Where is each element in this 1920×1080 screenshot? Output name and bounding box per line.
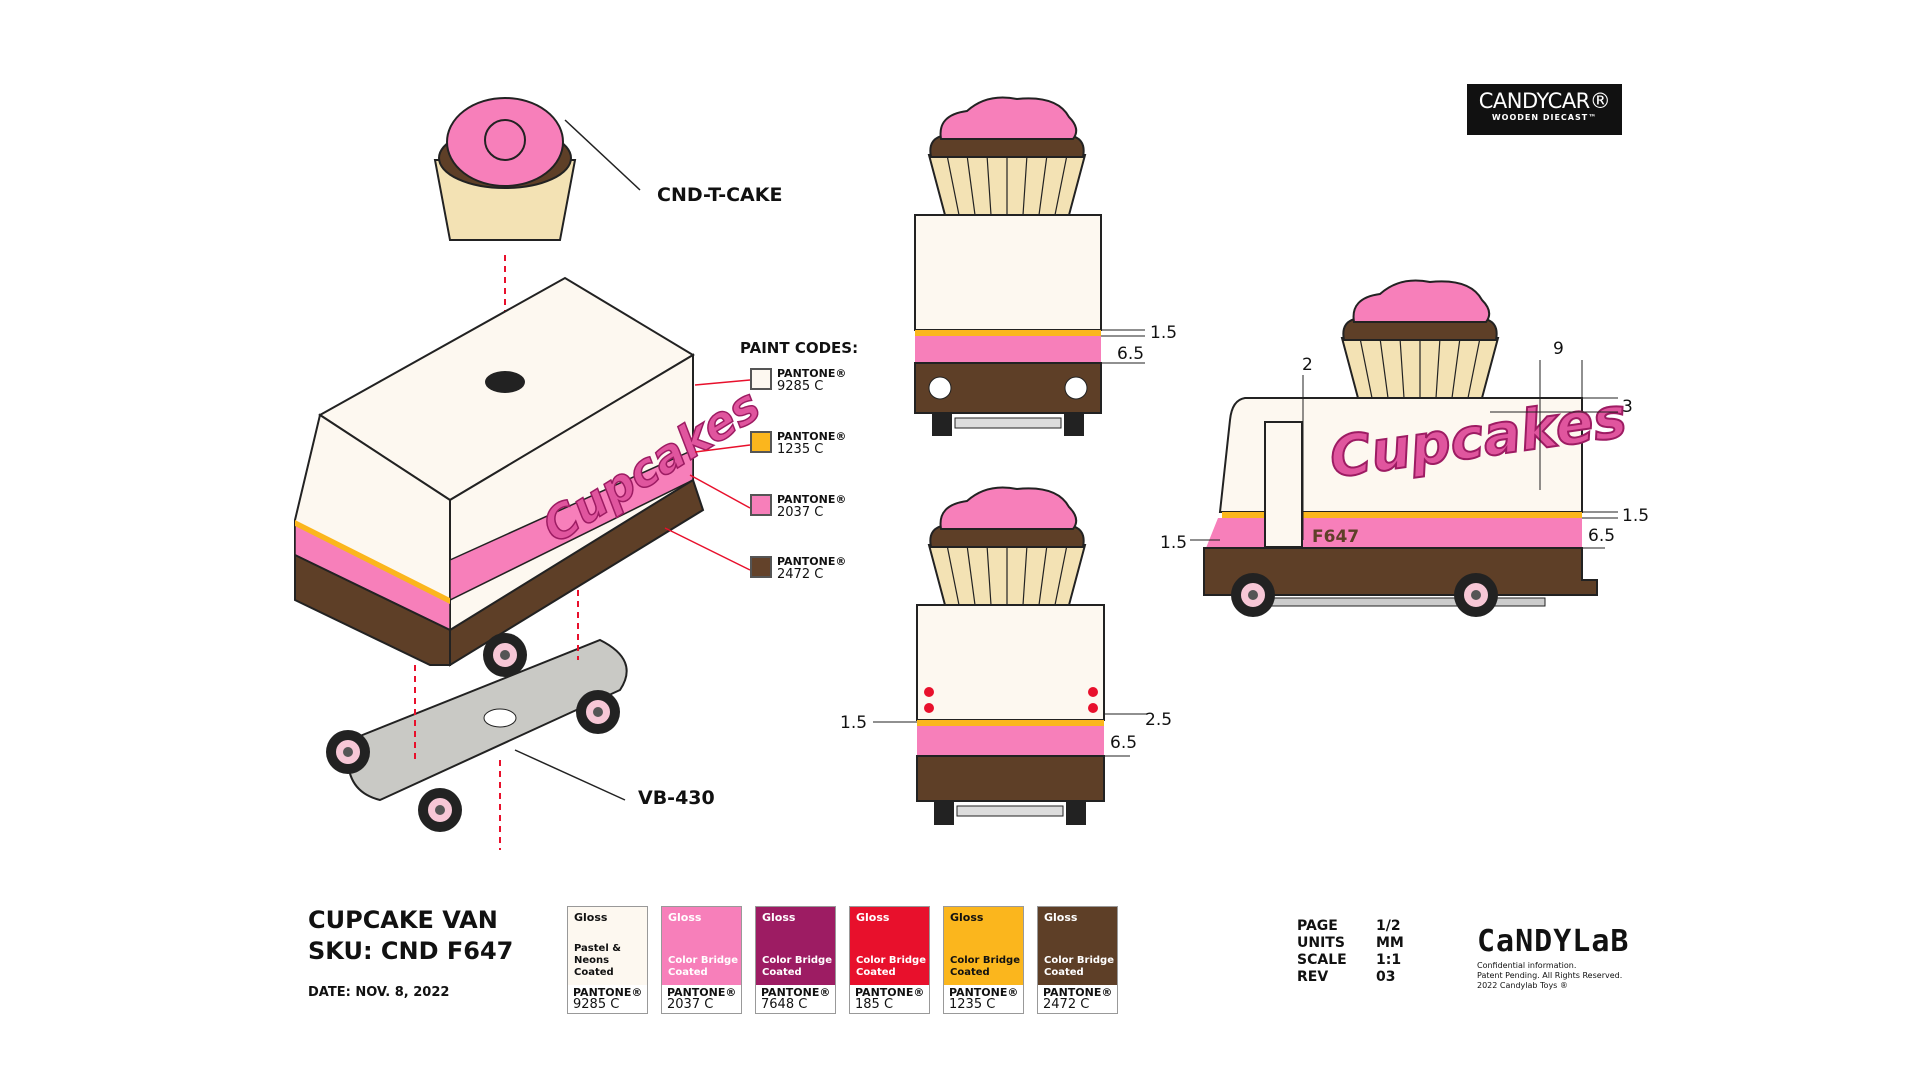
paint-code-item: PANTONE®9285 C [750,368,846,393]
paint-chip [750,556,772,578]
svg-text:6.5: 6.5 [1117,344,1144,364]
svg-text:1.5: 1.5 [840,713,867,733]
front-view [914,96,1145,436]
paint-chip [750,494,772,516]
topper-cupcake-iso [433,97,577,241]
product-title: CUPCAKE VAN SKU: CND F647 [308,905,513,967]
candycar-logo: CANDYCAR®WOODEN DIECAST™ [1467,84,1622,135]
side-code: F647 [1312,527,1359,547]
base-label: VB-430 [638,787,715,809]
paint-code-item: PANTONE®2472 C [750,556,846,581]
topper-label: CND-T-CAKE [657,184,783,206]
candylab-logo-block: CaNDYLaB Confidential information.Patent… [1477,924,1630,990]
svg-text:1.5: 1.5 [1150,323,1177,343]
svg-text:6.5: 6.5 [1110,733,1137,753]
rear-view [873,486,1148,825]
paint-chip [750,368,772,390]
candylab-logo: CaNDYLaB [1477,924,1630,959]
base-plate [325,590,628,850]
paint-code-item: PANTONE®1235 C [750,431,846,456]
product-name: CUPCAKE VAN [308,906,498,934]
dimension-labels: 1.5 6.5 2 9 3 1.5 1.5 6.5 1.5 2.5 6.5 [840,323,1649,753]
svg-text:1.5: 1.5 [1622,506,1649,526]
paint-codes-title: PAINT CODES: [740,339,859,357]
svg-text:6.5: 6.5 [1588,526,1615,546]
paint-code-item: PANTONE®2037 C [750,494,846,519]
paint-chip [750,431,772,453]
side-view: Cupcakes F647 [1190,279,1632,618]
van-iso: Cupcakes [294,276,770,667]
svg-text:9: 9 [1553,339,1564,359]
product-date: DATE: NOV. 8, 2022 [308,985,450,1000]
svg-text:2: 2 [1302,355,1313,375]
svg-text:1.5: 1.5 [1160,533,1187,553]
product-sku: SKU: CND F647 [308,937,514,965]
svg-text:2.5: 2.5 [1145,710,1172,730]
svg-text:3: 3 [1622,397,1633,417]
